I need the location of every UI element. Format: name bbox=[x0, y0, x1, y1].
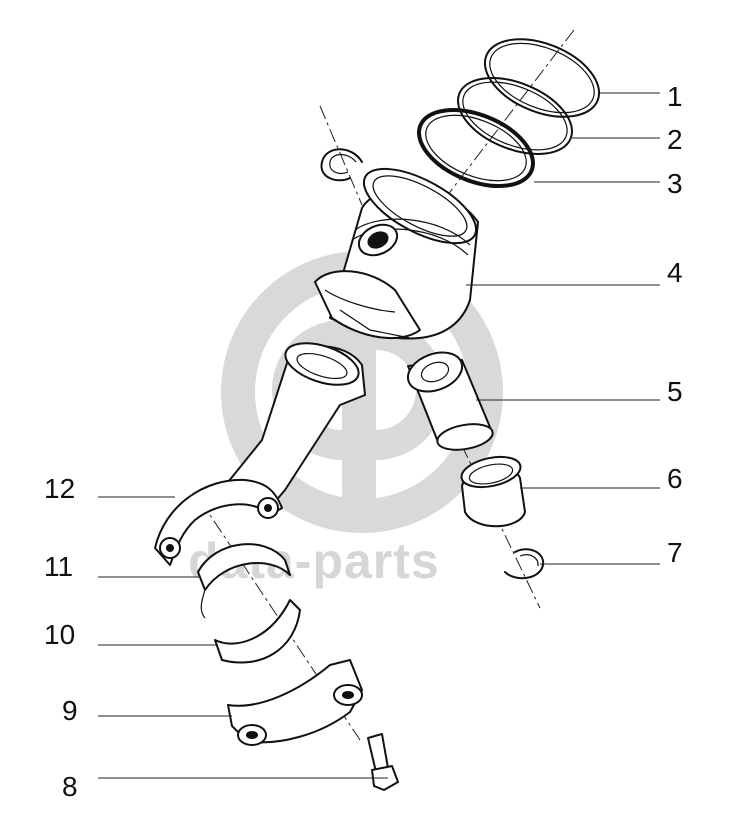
callout-10: 10 bbox=[44, 619, 75, 650]
callout-1: 1 bbox=[667, 81, 683, 112]
callout-8: 8 bbox=[62, 771, 78, 802]
piston-ring-2 bbox=[457, 77, 573, 155]
leader-lines bbox=[98, 92, 660, 779]
upper-bearing-shell bbox=[197, 543, 291, 619]
callout-9: 9 bbox=[62, 695, 78, 726]
piston-pin-circlip-lower bbox=[504, 548, 545, 580]
callout-2: 2 bbox=[667, 124, 683, 155]
connecting-rod-cap bbox=[227, 659, 363, 746]
piston bbox=[314, 167, 479, 340]
connecting-rod bbox=[154, 342, 366, 566]
callout-5: 5 bbox=[667, 376, 683, 407]
callout-11: 11 bbox=[44, 551, 73, 582]
callout-6: 6 bbox=[667, 463, 683, 494]
piston-pin-circlip-upper bbox=[320, 148, 363, 182]
callout-4: 4 bbox=[667, 257, 683, 288]
piston-ring-1 bbox=[483, 38, 601, 118]
callout-12: 12 bbox=[44, 473, 75, 504]
callout-numbers: 1 2 3 4 5 6 7 8 9 10 11 12 bbox=[44, 81, 683, 802]
callout-7: 7 bbox=[667, 537, 683, 568]
piston-pin bbox=[406, 351, 494, 451]
connecting-rod-bolt bbox=[367, 733, 399, 791]
lower-bearing-shell bbox=[214, 599, 301, 664]
callout-3: 3 bbox=[667, 168, 683, 199]
piston-ring-3-oil bbox=[417, 108, 535, 188]
small-end-bushing bbox=[460, 455, 526, 528]
